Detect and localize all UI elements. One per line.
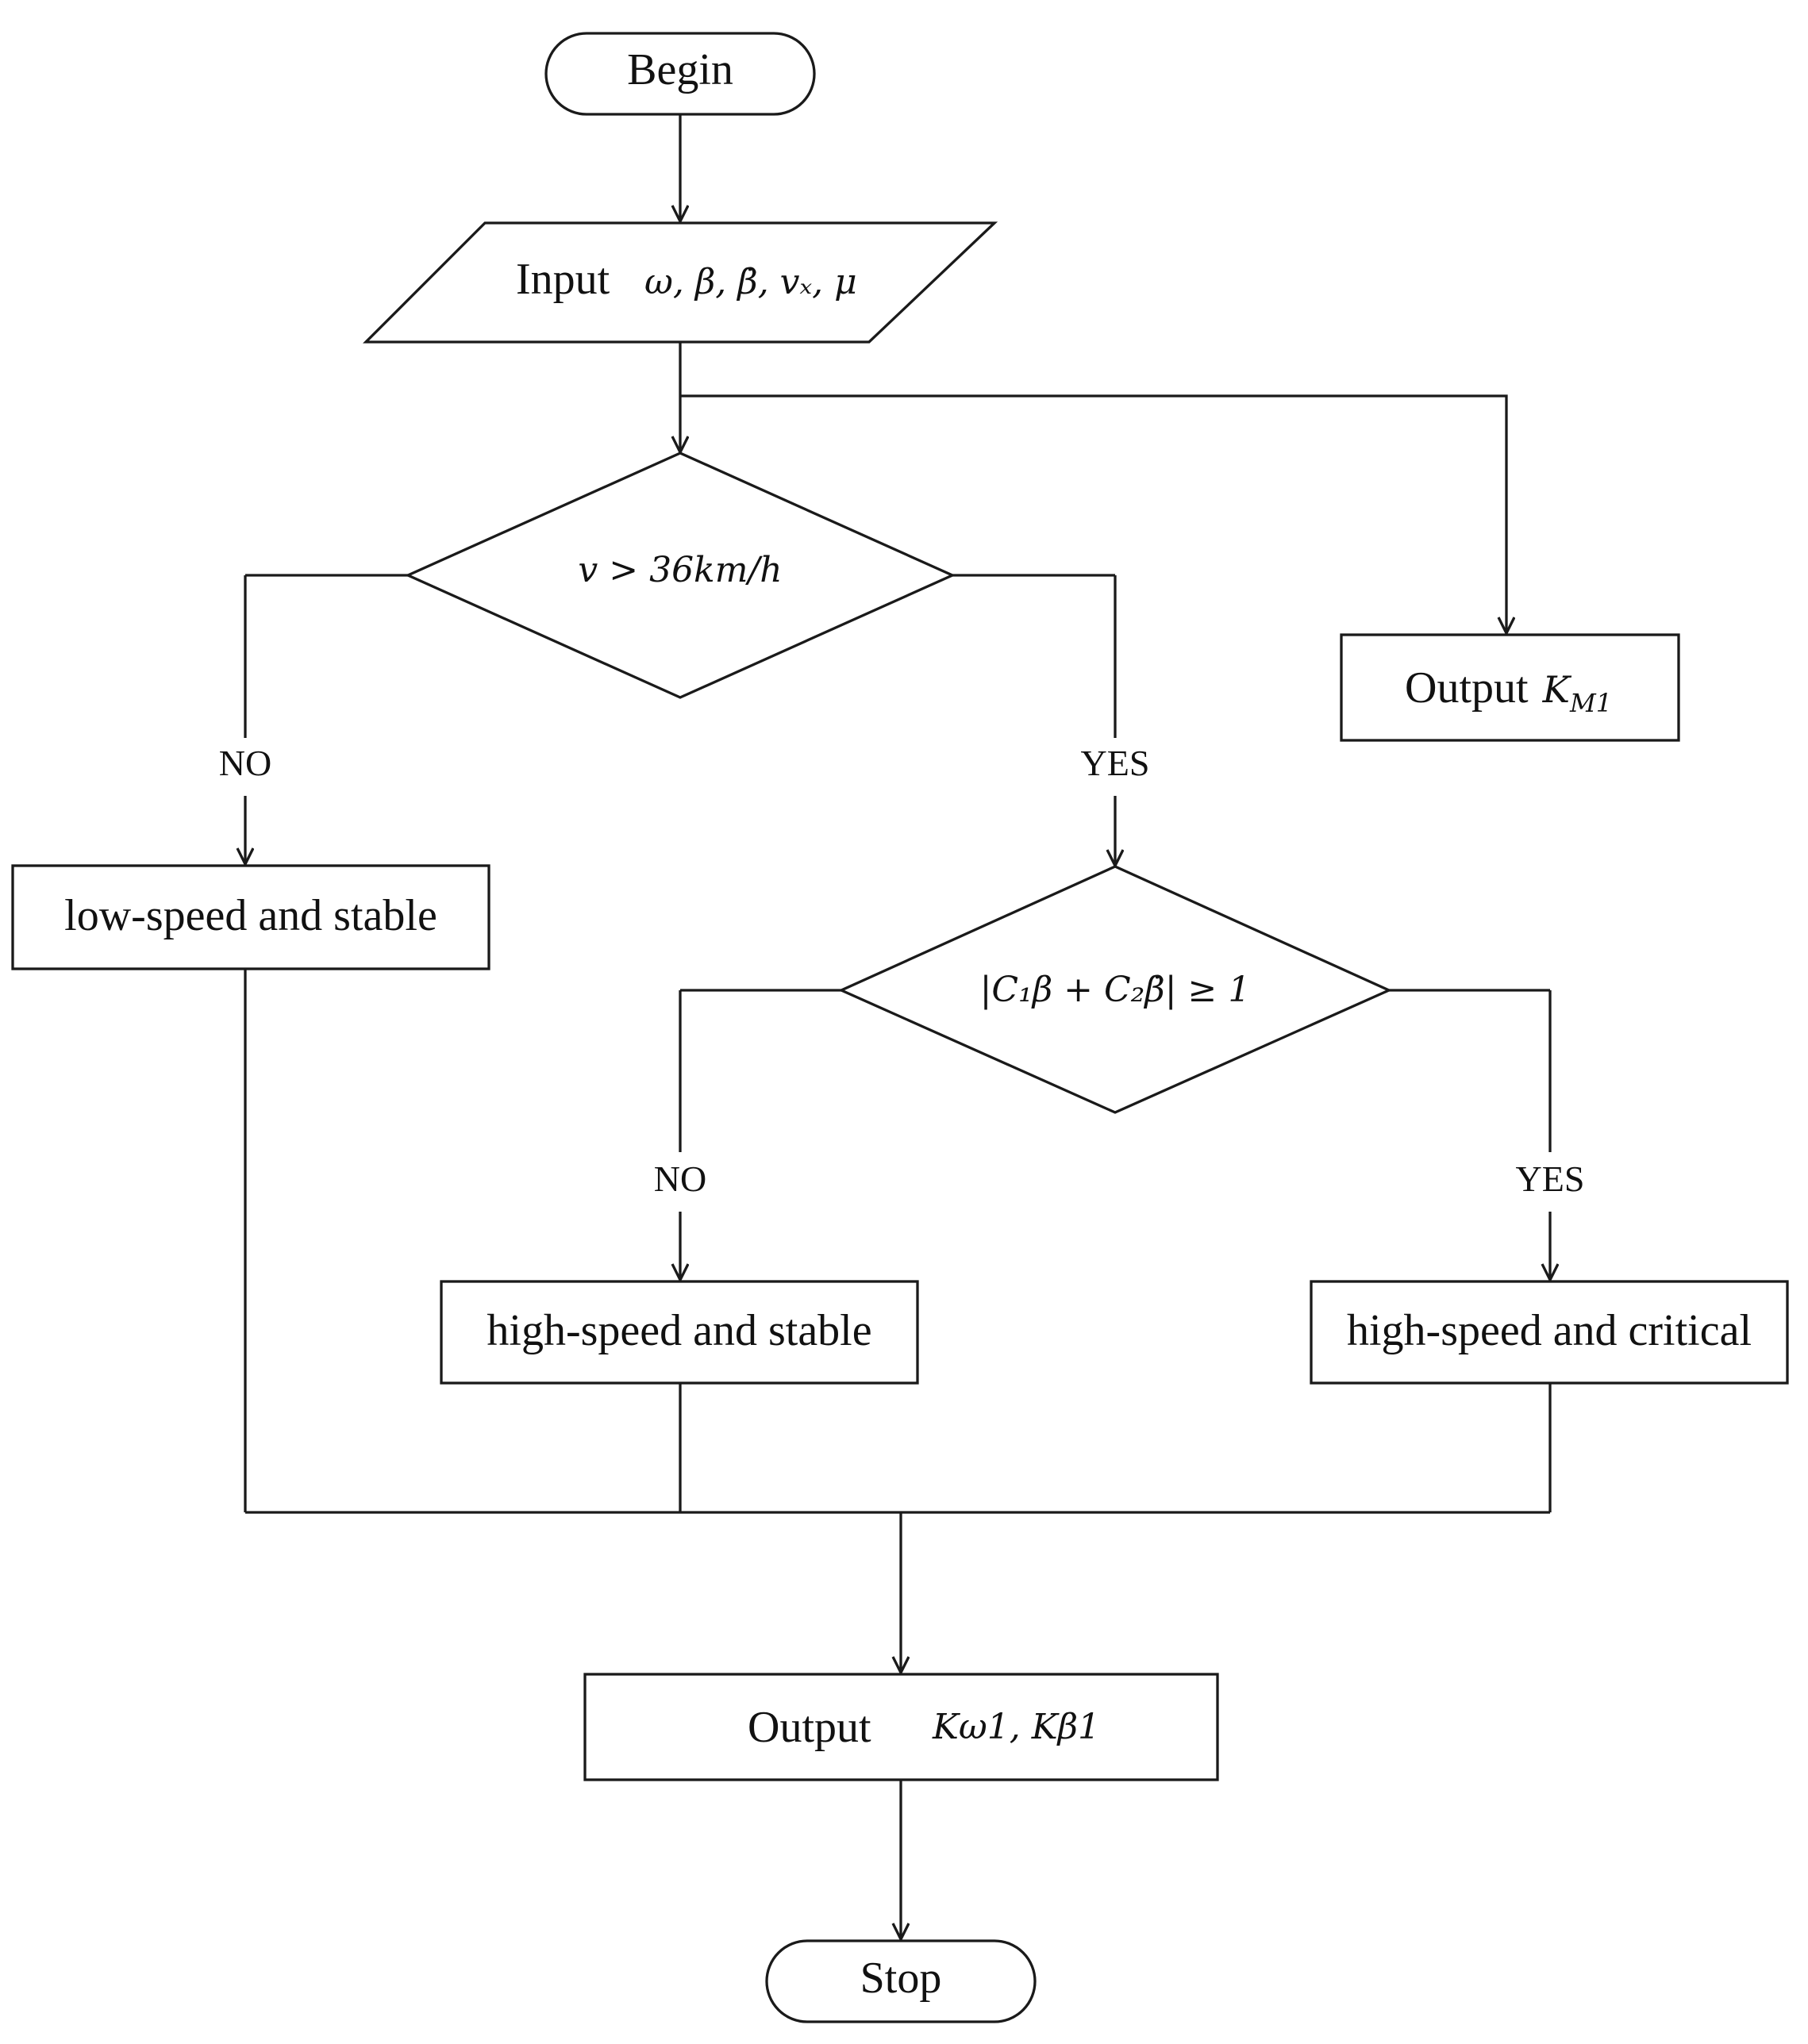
- stop-label: Stop: [860, 1954, 942, 2003]
- low-speed-stable-label: low-speed and stable: [64, 891, 437, 940]
- speed-decision-diamond: [404, 451, 956, 699]
- output-km1-box: [1340, 633, 1680, 742]
- speed-condition: v > 36km/h: [578, 550, 782, 590]
- high-speed-stable-label: high-speed and stable: [487, 1306, 871, 1355]
- low-speed-stable-box: [11, 864, 490, 970]
- high-speed-critical-label: high-speed and critical: [1347, 1306, 1752, 1355]
- input-parallelogram: [363, 221, 998, 344]
- decision1-no-label: NO: [219, 743, 271, 783]
- output-km1-text: Output KM1: [1405, 663, 1612, 718]
- output-km1-label: Output: [1405, 663, 1529, 713]
- output-km1-var: K: [1542, 668, 1572, 711]
- decision2-no-label: NO: [654, 1158, 706, 1199]
- arrow-input-to-output-km1: [680, 394, 1506, 633]
- high-speed-stable-box: [440, 1280, 919, 1385]
- decision2-yes-label: YES: [1516, 1158, 1585, 1199]
- stability-condition: |C₁β + C₂β̇| ≥ 1: [980, 970, 1251, 1010]
- output-final-variables: Kω1, Kβ1: [932, 1707, 1100, 1747]
- input-variables: ω, β, β̇, vₓ, μ: [644, 262, 857, 302]
- output-final-box: [583, 1673, 1219, 1781]
- output-final-label: Output: [748, 1703, 871, 1752]
- output-km1-sub: M1: [1569, 688, 1612, 718]
- begin-label: Begin: [627, 45, 733, 94]
- decision1-yes-label: YES: [1081, 743, 1150, 783]
- stability-decision-diamond: [837, 865, 1393, 1114]
- input-label: Input: [516, 255, 610, 304]
- stop-terminal: [765, 1939, 1037, 2023]
- high-speed-critical-box: [1310, 1280, 1789, 1385]
